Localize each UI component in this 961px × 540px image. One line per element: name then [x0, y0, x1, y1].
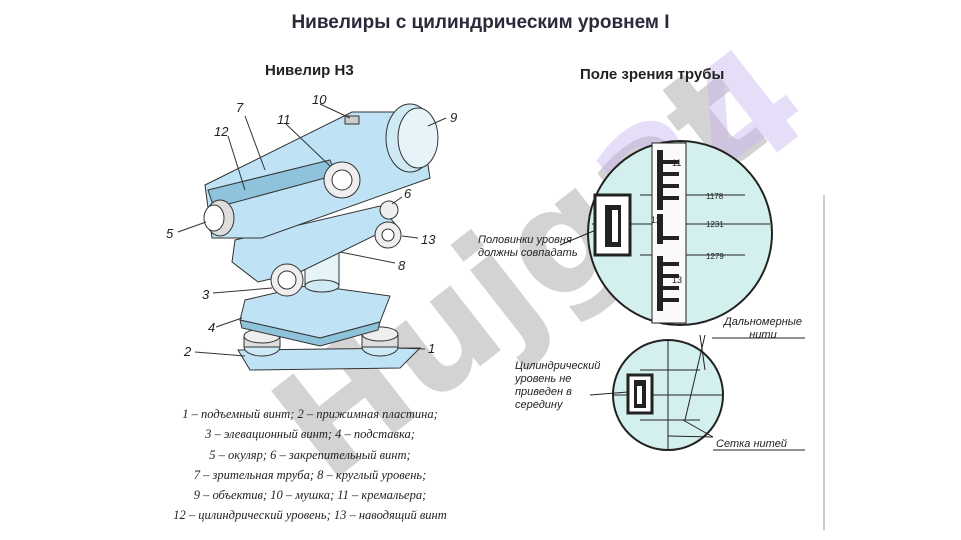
part-number-4: 4	[208, 320, 216, 335]
eyepiece	[203, 199, 235, 237]
parts-legend: 1 – подъемный винт; 2 – прижимная пласти…	[110, 404, 510, 526]
focusing-knob	[323, 161, 361, 199]
legend-line: 7 – зрительная труба; 8 – круглый уровен…	[193, 467, 427, 482]
staff-number-11: 11	[672, 158, 682, 168]
part-number-3: 3	[202, 287, 210, 302]
halves-label: Половинки уровня должны совпадать	[478, 234, 578, 259]
foot-screw-left	[243, 328, 281, 357]
rangefinder-label: Дальномерные нити	[724, 316, 802, 341]
staff-number-13: 13	[672, 275, 683, 285]
part-number-6: 6	[404, 186, 412, 201]
part-number-1: 1	[428, 341, 436, 356]
page-title: Нивелиры с цилиндрическим уровнем I	[291, 12, 670, 33]
part-number-2: 2	[184, 344, 192, 359]
part-number-13: 13	[421, 232, 436, 247]
part-number-12: 12	[214, 124, 229, 139]
part-number-8: 8	[398, 258, 406, 273]
level-subtitle: Нивелир Н3	[265, 62, 354, 79]
part-number-10: 10	[312, 92, 327, 107]
reading-1231: 1231	[706, 220, 724, 229]
reading-1178: 1178	[706, 192, 724, 201]
tangent-screw	[374, 221, 402, 249]
legend-line: 9 – объектив; 10 – мушка; 11 – кремальер…	[193, 488, 427, 503]
reading-1279: 1279	[706, 252, 724, 261]
legend-line: 12 – цилиндрический уровень; 13 – наводя…	[173, 508, 447, 523]
part-number-5: 5	[166, 226, 174, 241]
foot-screw-right	[361, 326, 399, 357]
unaligned-level-label: Цилиндрический уровень не приведен в сер…	[515, 360, 601, 411]
part-number-11: 11	[277, 112, 291, 127]
part-number-9: 9	[450, 110, 458, 125]
part-number-7: 7	[236, 100, 244, 115]
elevation-screw	[270, 263, 304, 297]
legend-line: 3 – элевационный винт; 4 – подставка;	[205, 427, 415, 442]
staff-number-12: 12	[651, 215, 662, 225]
grid-label: Сетка нитей	[716, 438, 788, 450]
legend-line: 5 – окуляр; 6 – закрепительный винт;	[209, 447, 411, 462]
legend-line: 1 – подъемный винт; 2 – прижимная пласти…	[182, 407, 438, 421]
clamp-screw	[379, 200, 399, 220]
field-subtitle: Поле зрения трубы	[580, 66, 725, 83]
